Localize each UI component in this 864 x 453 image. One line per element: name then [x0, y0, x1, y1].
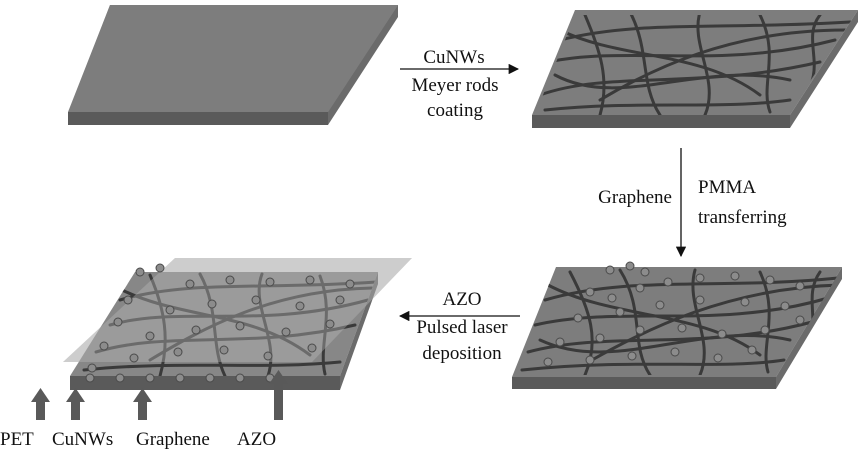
step1-line2: Meyer rods	[411, 75, 498, 96]
arrow-up-icon	[133, 388, 152, 420]
nanowire-network	[538, 15, 852, 115]
step3-label: AZO Pulsed laser deposition	[398, 289, 520, 364]
layer-label-pet: PET	[0, 429, 34, 450]
graphene-beads	[85, 263, 355, 383]
step2-right2: transferring	[698, 207, 787, 228]
arrow-up-icon	[31, 388, 50, 420]
pet-substrate-slab	[68, 5, 398, 125]
layer-label-cunws: CuNWs	[52, 429, 113, 450]
azo-coated-stack	[63, 258, 412, 390]
step2-label: Graphene PMMA transferring	[598, 148, 787, 258]
step1-label: CuNWs Meyer rods coating	[400, 47, 520, 121]
cunws-coated-slab	[532, 10, 858, 128]
step1-line3: coating	[427, 100, 483, 121]
step3-line1: AZO	[442, 289, 481, 310]
arrow-up-icon	[66, 388, 85, 420]
arrow-up-icon	[269, 370, 288, 420]
step2-right1: PMMA	[698, 177, 756, 198]
step2-left: Graphene	[598, 187, 672, 208]
graphene-coated-slab	[512, 261, 842, 389]
graphene-beads	[543, 261, 805, 367]
step1-line1: CuNWs	[423, 47, 484, 68]
nanowire-network	[520, 268, 842, 375]
nanowire-network	[82, 272, 378, 376]
step3-line2: Pulsed laser	[416, 317, 508, 338]
layer-label-azo: AZO	[237, 429, 276, 450]
layer-pointers	[31, 370, 288, 420]
layer-labels: PET CuNWs Graphene AZO	[0, 429, 276, 450]
layer-label-graphene: Graphene	[136, 429, 210, 450]
step3-line3: deposition	[422, 343, 502, 364]
